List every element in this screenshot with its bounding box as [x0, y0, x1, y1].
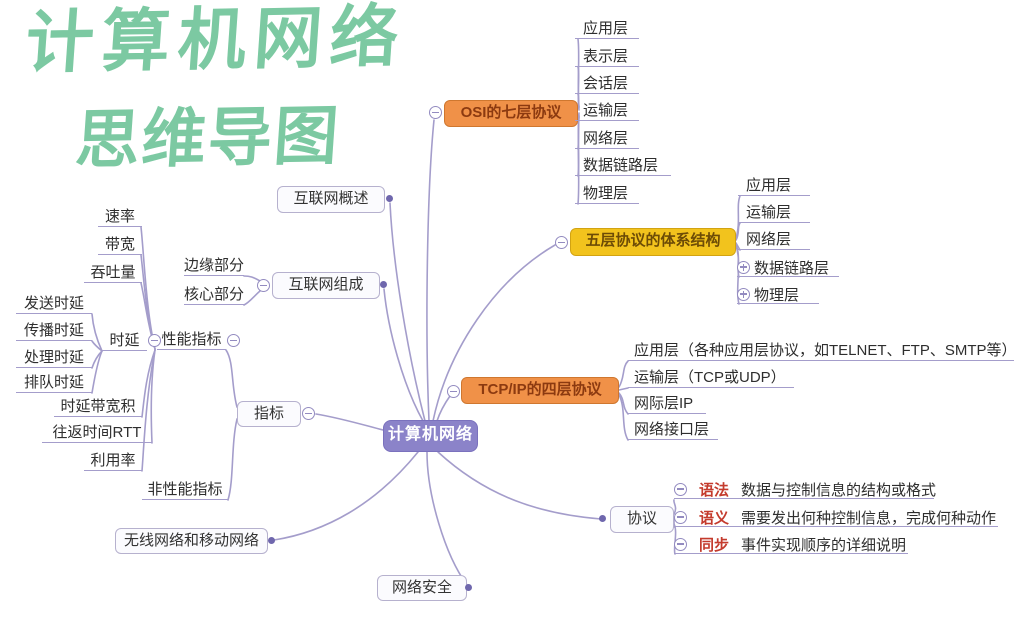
delay-item[interactable]: 排队时延: [16, 374, 92, 393]
protocol-desc: 事件实现顺序的详细说明: [741, 536, 907, 554]
collapse-icon-five-layer[interactable]: [555, 236, 568, 249]
tcpip-layer-item[interactable]: 运输层（TCP或UDP）: [628, 369, 794, 388]
branch-protocol[interactable]: 协议: [610, 506, 674, 533]
performance-item[interactable]: 利用率: [84, 452, 142, 471]
osi-layer-item[interactable]: 物理层: [575, 185, 639, 204]
osi-layer-item[interactable]: 运输层: [575, 102, 639, 121]
protocol-term: 同步: [699, 536, 730, 554]
performance-item[interactable]: 带宽: [98, 236, 142, 255]
collapse-icon-metrics[interactable]: [302, 407, 315, 420]
performance-metrics-node[interactable]: 性能指标: [157, 331, 226, 350]
performance-item[interactable]: 时延带宽积: [54, 398, 142, 417]
collapse-icon-composition[interactable]: [257, 279, 270, 292]
osi-layer-item[interactable]: 应用层: [575, 20, 639, 39]
collapse-icon-tcpip[interactable]: [447, 385, 460, 398]
protocol-term: 语法: [699, 481, 730, 499]
delay-item[interactable]: 处理时延: [16, 349, 92, 368]
protocol-desc: 需要发出何种控制信息，完成何种动作: [741, 509, 997, 527]
performance-item[interactable]: 吞吐量: [84, 264, 142, 283]
connector-dot: [386, 195, 393, 202]
page-title-line1: 计算机网络: [23, 0, 409, 82]
collapse-icon[interactable]: [674, 537, 687, 551]
delay-node[interactable]: 时延: [102, 332, 147, 351]
five-layer-item[interactable]: 运输层: [738, 204, 810, 223]
five-layer-item-collapsed[interactable]: 数据链路层: [737, 258, 839, 277]
osi-layer-item[interactable]: 网络层: [575, 130, 639, 149]
branch-internet-overview[interactable]: 互联网概述: [277, 186, 385, 213]
delay-item[interactable]: 传播时延: [16, 322, 92, 341]
branch-wireless[interactable]: 无线网络和移动网络: [115, 528, 268, 554]
delay-item[interactable]: 发送时延: [16, 295, 92, 314]
five-layer-item-label: 物理层: [754, 286, 800, 304]
branch-metrics[interactable]: 指标: [237, 401, 301, 427]
connector-dot: [380, 281, 387, 288]
collapse-icon-delay[interactable]: [148, 334, 161, 347]
branch-internet-composition[interactable]: 互联网组成: [272, 272, 380, 299]
page-title-line2: 思维导图: [73, 99, 343, 177]
protocol-item[interactable]: 语义 需要发出何种控制信息，完成何种动作: [674, 508, 998, 527]
protocol-item[interactable]: 语法 数据与控制信息的结构或格式: [674, 480, 937, 499]
five-layer-item-label: 数据链路层: [754, 259, 830, 277]
collapse-icon-osi[interactable]: [429, 106, 442, 119]
five-layer-item-collapsed[interactable]: 物理层: [737, 285, 819, 304]
tcpip-layer-item[interactable]: 网际层IP: [628, 395, 706, 414]
collapse-icon-performance[interactable]: [227, 334, 240, 347]
branch-osi[interactable]: OSI的七层协议: [444, 100, 578, 127]
branch-security[interactable]: 网络安全: [377, 575, 467, 601]
osi-layer-item[interactable]: 表示层: [575, 48, 639, 67]
composition-item[interactable]: 边缘部分: [184, 257, 245, 276]
performance-item[interactable]: 速率: [98, 208, 142, 227]
non-performance-metrics-node[interactable]: 非性能指标: [142, 481, 228, 500]
performance-item[interactable]: 往返时间RTT: [42, 424, 152, 443]
expand-icon[interactable]: [737, 260, 750, 274]
collapse-icon[interactable]: [674, 482, 687, 496]
branch-five-layer[interactable]: 五层协议的体系结构: [570, 228, 736, 256]
connector-dot: [599, 515, 606, 522]
osi-layer-item[interactable]: 数据链路层: [575, 157, 671, 176]
composition-item[interactable]: 核心部分: [184, 286, 245, 305]
osi-layer-item[interactable]: 会话层: [575, 75, 639, 94]
connector-dot: [268, 537, 275, 544]
expand-icon[interactable]: [737, 287, 750, 301]
protocol-term: 语义: [699, 509, 730, 527]
root-node[interactable]: 计算机网络: [383, 420, 478, 452]
protocol-desc: 数据与控制信息的结构或格式: [741, 481, 937, 499]
branch-tcpip[interactable]: TCP/IP的四层协议: [461, 377, 619, 404]
five-layer-item[interactable]: 网络层: [738, 231, 810, 250]
protocol-item[interactable]: 同步 事件实现顺序的详细说明: [674, 535, 908, 554]
connector-dot: [465, 584, 472, 591]
five-layer-item[interactable]: 应用层: [738, 177, 810, 196]
tcpip-layer-item[interactable]: 网络接口层: [628, 421, 718, 440]
collapse-icon[interactable]: [674, 510, 687, 524]
tcpip-layer-item[interactable]: 应用层（各种应用层协议，如TELNET、FTP、SMTP等）: [628, 342, 1017, 361]
